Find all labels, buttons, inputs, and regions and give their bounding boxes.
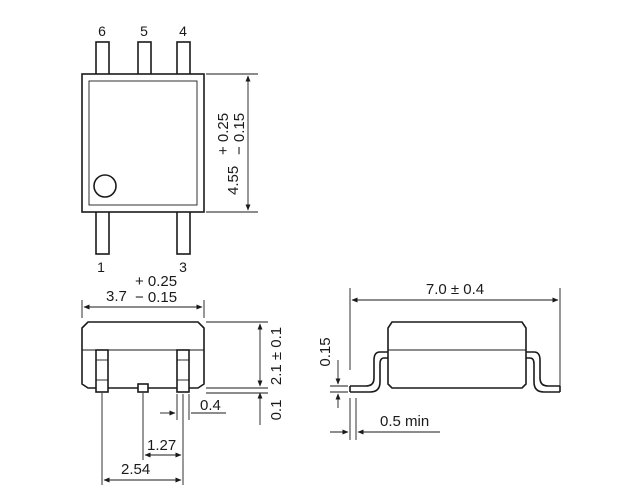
pin-1 xyxy=(95,209,110,255)
pin-4 xyxy=(176,41,191,77)
width-nominal: 3.7 xyxy=(106,288,127,305)
front-lead-left xyxy=(95,349,109,393)
gull-lead-right xyxy=(526,351,560,387)
height-plus: + 0.25 xyxy=(215,113,232,155)
lead-width-label: 0.4 xyxy=(200,397,221,414)
body-height-label: 2.1 ± 0.1 xyxy=(268,327,285,385)
pin1-marker-icon xyxy=(93,174,117,198)
width-minus: − 0.15 xyxy=(135,289,177,306)
pin-3 xyxy=(176,209,191,255)
pin-5 xyxy=(137,41,152,77)
top-body-inner xyxy=(88,80,198,206)
min-label: 0.5 min xyxy=(380,413,429,430)
width-plus: + 0.25 xyxy=(135,273,177,290)
top-view: 6 5 4 1 3 4.55 + 0.25 − 0.15 xyxy=(81,23,258,275)
front-lead-right xyxy=(176,349,190,393)
pitch2-label: 2.54 xyxy=(121,461,150,478)
side-body xyxy=(387,321,527,389)
pin-label-3: 3 xyxy=(179,259,187,275)
top-body-outer xyxy=(81,73,205,213)
pin-label-5: 5 xyxy=(140,23,148,39)
gull-lead-left xyxy=(350,351,388,387)
pin-label-1: 1 xyxy=(97,259,105,275)
front-view: 3.7 + 0.25 − 0.15 2.1 ± 0.1 0.1 0.4 xyxy=(81,273,285,485)
height-nominal: 4.55 xyxy=(225,166,242,195)
gull-lead-right-inner xyxy=(526,357,560,393)
standoff-label: 0.1 xyxy=(268,400,285,421)
pin-label-4: 4 xyxy=(179,23,187,39)
pin-6 xyxy=(95,41,110,77)
length-label: 7.0 ± 0.4 xyxy=(426,281,484,298)
pin-label-6: 6 xyxy=(98,23,106,39)
front-lead-mid xyxy=(137,383,149,393)
height-minus: − 0.15 xyxy=(231,113,248,155)
front-body xyxy=(81,321,205,389)
thickness-label: 0.15 xyxy=(317,337,334,366)
side-view: 7.0 ± 0.4 0.15 0.5 min xyxy=(317,281,561,440)
pitch-label: 1.27 xyxy=(147,437,176,454)
gull-lead-left-inner xyxy=(350,357,388,393)
